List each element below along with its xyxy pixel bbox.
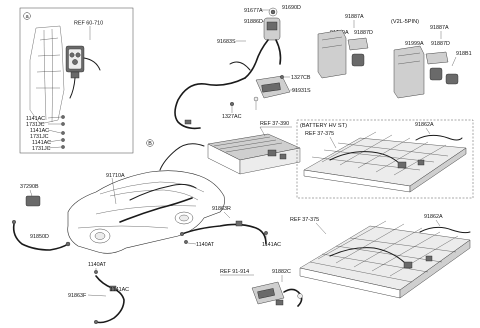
part-91931S: 91931S — [292, 88, 311, 94]
vehicle-outline: 91710A — [67, 143, 225, 254]
part-91863R: 91863R — [212, 206, 231, 212]
part-91887D-1: 91887D — [354, 30, 373, 36]
part-91999A-2: 91999A — [405, 41, 424, 47]
part-91683S: 91683S — [217, 39, 236, 45]
part-1731JC-2: 1731JC — [30, 134, 49, 140]
part-918B1: 918B1 — [456, 51, 472, 57]
part-91882C: 91882C — [272, 269, 291, 275]
part-1731JC-1: 1731JC — [26, 122, 45, 128]
part-1327AC: 1327AC — [222, 114, 242, 120]
part-91690D: 91690D — [282, 5, 301, 11]
front-harness-group: 1140AT 91863F 1141AC — [68, 262, 129, 325]
part-91887A-1: 91887A — [345, 14, 364, 20]
part-1140AT-1: 1140AT — [196, 242, 215, 248]
v2l-5pin-header: (V2L-5PIN) — [391, 19, 419, 25]
detail-a-box: a REF 60-710 1141AC 1731JC 1141AC 1731JC… — [19, 7, 134, 154]
charging-connector-group: REF 91-914 91882C — [220, 269, 303, 307]
battery-hv-st-header: (BATTERY HV ST) — [300, 123, 347, 129]
battery-hv-st-box: (BATTERY HV ST) REF 37-375 91862A — [296, 119, 474, 199]
ref-91-914: REF 91-914 — [220, 269, 249, 275]
part-1141AC-3: 1141AC — [32, 140, 51, 146]
v2l-cover-group-left: 91887A 91999A 91887D — [317, 14, 373, 79]
v2l-cover-group-right: (V2L-5PIN) 91887A 91999A 91887D 918B1 — [391, 19, 472, 99]
part-91863F: 91863F — [68, 293, 87, 299]
bracket-37290B — [25, 195, 41, 207]
part-91850D: 91850D — [30, 234, 49, 240]
part-91710A: 91710A — [106, 173, 125, 179]
part-1141AC-5: 1141AC — [110, 287, 129, 293]
part-1140AT-2: 1140AT — [88, 262, 107, 268]
charge-port-harness-group: 91677A 91690D 91886D 91683S 1327CB 91931… — [174, 5, 311, 130]
callout-b-label: B — [148, 141, 152, 147]
part-1141AC-1: 1141AC — [26, 116, 45, 122]
part-91887D-2: 91887D — [431, 41, 450, 47]
part-91862A-1: 91862A — [415, 122, 434, 128]
callout-a-label: a — [26, 14, 29, 20]
rear-harness-group: 91863R 1140AT 1141AC — [179, 206, 281, 248]
ref-37-375-top: REF 37-375 — [305, 131, 334, 137]
part-1141AC-4: 1141AC — [262, 242, 281, 248]
inverter-unit-group: REF 37-390 B — [146, 121, 301, 175]
part-37290B: 37290B — [20, 184, 39, 190]
ref-60-710: REF 60-710 — [74, 21, 103, 27]
ref-37-390: REF 37-390 — [260, 121, 289, 127]
callout-b-marker — [146, 139, 154, 147]
part-1731JC-3: 1731JC — [32, 146, 51, 152]
part-91862A-2: 91862A — [424, 214, 443, 220]
left-small-parts: 37290B 91850D — [11, 184, 71, 251]
callout-a-marker — [23, 12, 31, 20]
part-1141AC-2: 1141AC — [30, 128, 49, 134]
part-91677A: 91677A — [244, 8, 263, 14]
part-91886D: 91886D — [244, 19, 263, 25]
ref-37-375-bottom: REF 37-375 — [290, 217, 319, 223]
part-91887A-2: 91887A — [430, 25, 449, 31]
part-1327CB: 1327CB — [291, 75, 311, 81]
main-battery-pack-group: REF 37-375 91862A — [290, 214, 471, 299]
